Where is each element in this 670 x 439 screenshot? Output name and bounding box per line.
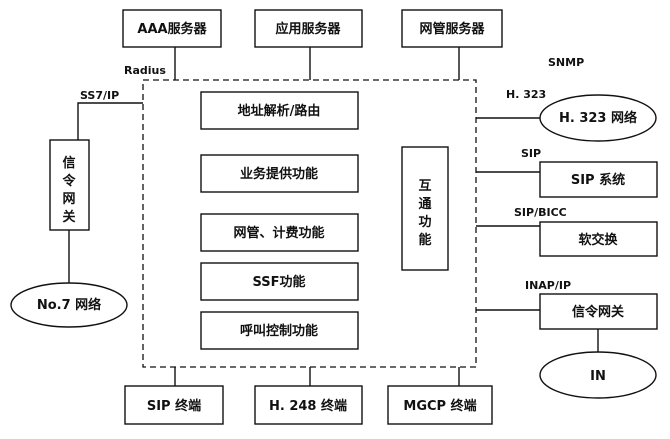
radius-label: Radius xyxy=(124,64,166,77)
inapip-protocol-label: INAP/IP xyxy=(525,279,571,292)
signaling-gateway-char: 网 xyxy=(62,192,75,207)
network-management-server-label: 网管服务器 xyxy=(419,21,485,37)
core-function-ssf: SSF功能 xyxy=(200,262,359,301)
sip-system-label: SIP 系统 xyxy=(571,172,625,188)
no7-network-label: No.7 网络 xyxy=(37,297,101,313)
interworking-function: 互 通 功 能 xyxy=(401,146,449,271)
core-function-label: SSF功能 xyxy=(252,274,305,290)
intelligent-network: IN xyxy=(539,351,657,399)
mgcp-terminal: MGCP 终端 xyxy=(387,385,493,425)
h248-terminal: H. 248 终端 xyxy=(254,385,363,425)
core-function-service: 业务提供功能 xyxy=(200,154,359,193)
link-signaling-gateway-left xyxy=(77,102,143,140)
h248-terminal-label: H. 248 终端 xyxy=(269,398,347,414)
intelligent-network-label: IN xyxy=(590,369,606,384)
signaling-gateway-right-label: 信令网关 xyxy=(572,304,624,320)
aaa-server: AAA服务器 xyxy=(122,9,222,48)
network-management-server: 网管服务器 xyxy=(401,9,503,48)
application-server-label: 应用服务器 xyxy=(275,21,341,37)
signaling-gateway-left: 信 令 网 关 xyxy=(49,139,90,231)
signaling-gateway-right: 信令网关 xyxy=(539,293,658,330)
sip-terminal: SIP 终端 xyxy=(124,385,224,425)
interworking-char: 通 xyxy=(418,196,431,212)
core-function-label: 呼叫控制功能 xyxy=(240,323,318,339)
sip-terminal-label: SIP 终端 xyxy=(147,398,201,414)
ss7ip-label: SS7/IP xyxy=(80,89,119,102)
softswitch-label: 软交换 xyxy=(578,232,618,248)
sipbicc-protocol-label: SIP/BICC xyxy=(514,206,567,219)
no7-network: No.7 网络 xyxy=(10,282,128,328)
signaling-gateway-char: 关 xyxy=(62,209,75,225)
core-function-label: 网管、计费功能 xyxy=(233,225,324,241)
core-function-nms-billing: 网管、计费功能 xyxy=(200,213,359,252)
signaling-gateway-char: 令 xyxy=(62,173,76,189)
core-function-label: 业务提供功能 xyxy=(240,166,318,182)
interworking-char: 功 xyxy=(418,215,431,230)
core-function-label: 地址解析/路由 xyxy=(238,103,321,119)
h323-protocol-label: H. 323 xyxy=(506,88,546,101)
core-function-call-control: 呼叫控制功能 xyxy=(200,311,359,350)
interworking-char: 互 xyxy=(418,179,431,194)
core-function-routing: 地址解析/路由 xyxy=(200,91,359,130)
sip-protocol-label: SIP xyxy=(521,147,541,160)
sip-system: SIP 系统 xyxy=(539,161,658,198)
aaa-server-label: AAA服务器 xyxy=(137,21,207,37)
signaling-gateway-char: 信 xyxy=(62,155,75,171)
application-server: 应用服务器 xyxy=(254,9,363,48)
mgcp-terminal-label: MGCP 终端 xyxy=(403,398,476,414)
h323-network-label: H. 323 网络 xyxy=(559,110,637,126)
snmp-label: SNMP xyxy=(548,56,584,69)
softswitch: 软交换 xyxy=(539,221,658,257)
interworking-char: 能 xyxy=(418,232,431,248)
h323-network: H. 323 网络 xyxy=(539,94,657,142)
